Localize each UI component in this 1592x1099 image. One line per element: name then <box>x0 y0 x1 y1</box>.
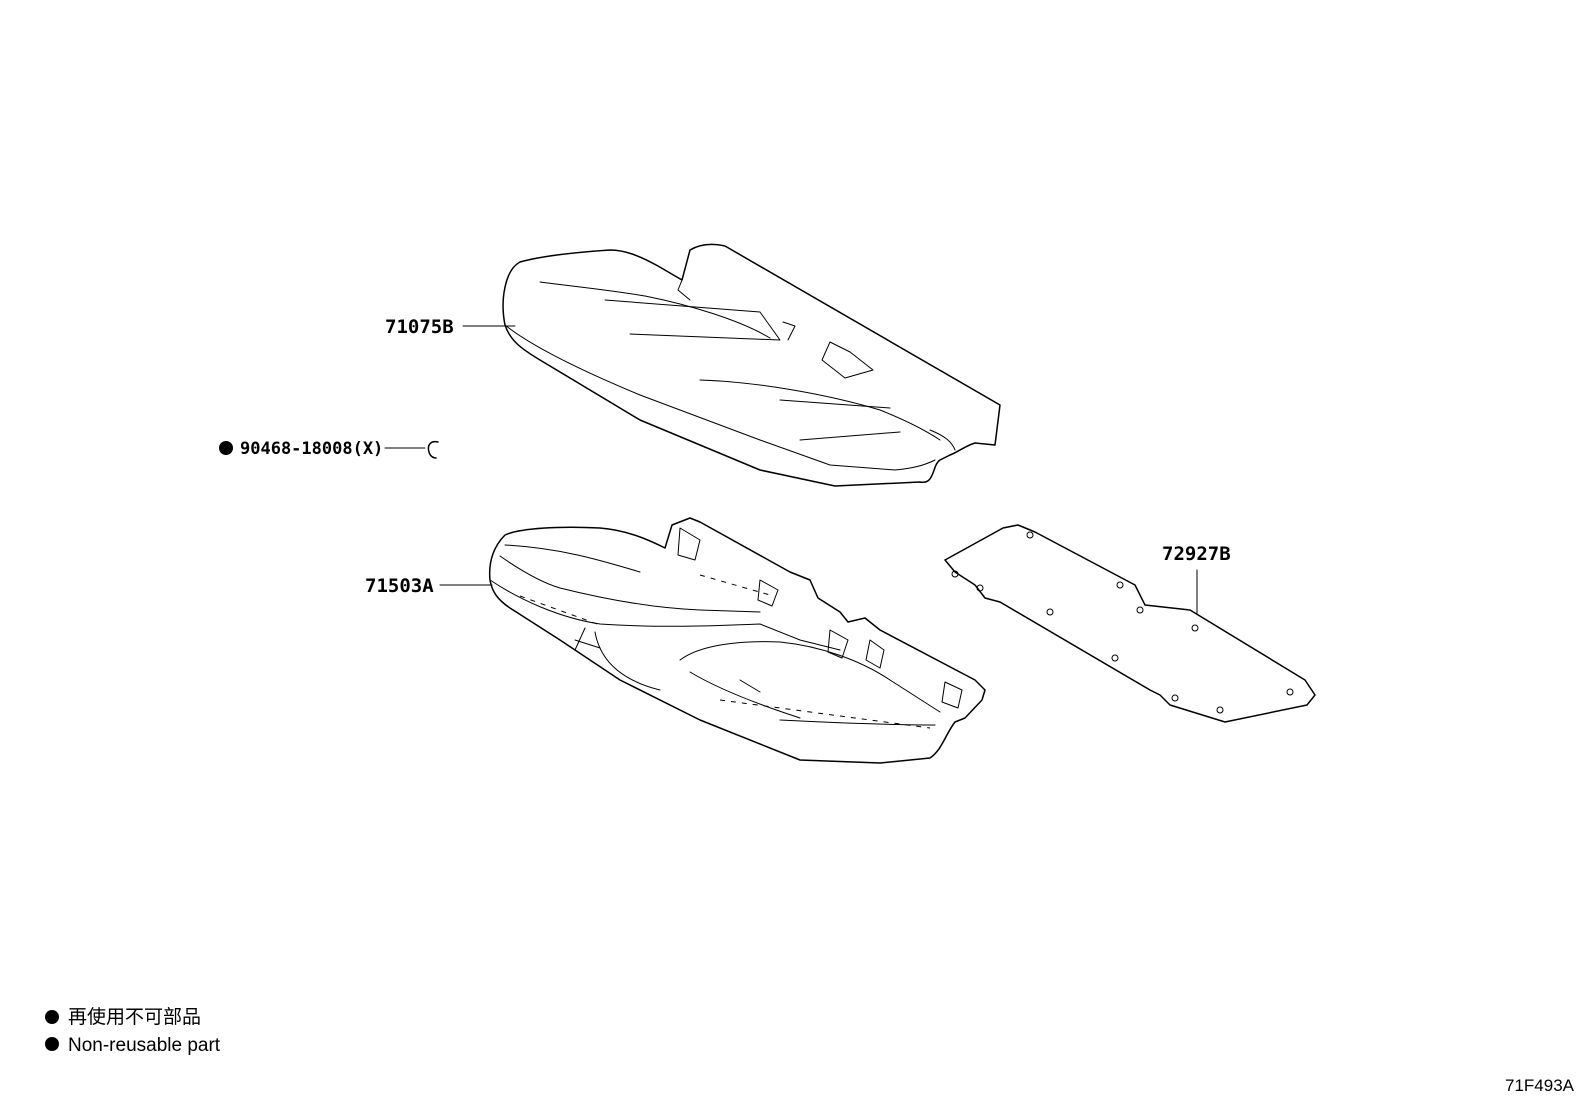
clip-icon <box>427 440 439 459</box>
part-label-71075B: 71075B <box>385 316 454 338</box>
cushion-board-drawing <box>944 524 1316 723</box>
legend-text-ja: 再使用不可部品 <box>68 1006 201 1028</box>
seat-cushion-pad-drawing <box>488 517 986 764</box>
legend-marker-icon <box>45 1010 59 1024</box>
legend-marker-icon <box>45 1037 59 1051</box>
seat-cushion-cover-drawing <box>502 243 1001 487</box>
part-label-72927B: 72927B <box>1162 543 1231 565</box>
diagram-code: 71F493A <box>1505 1076 1575 1095</box>
part-label-71503A: 71503A <box>365 575 434 597</box>
legend-text-en: Non-reusable part <box>68 1035 221 1056</box>
part-label-90468-18008: 90468-18008(X) <box>240 439 383 459</box>
non-reusable-marker-icon <box>219 441 233 455</box>
